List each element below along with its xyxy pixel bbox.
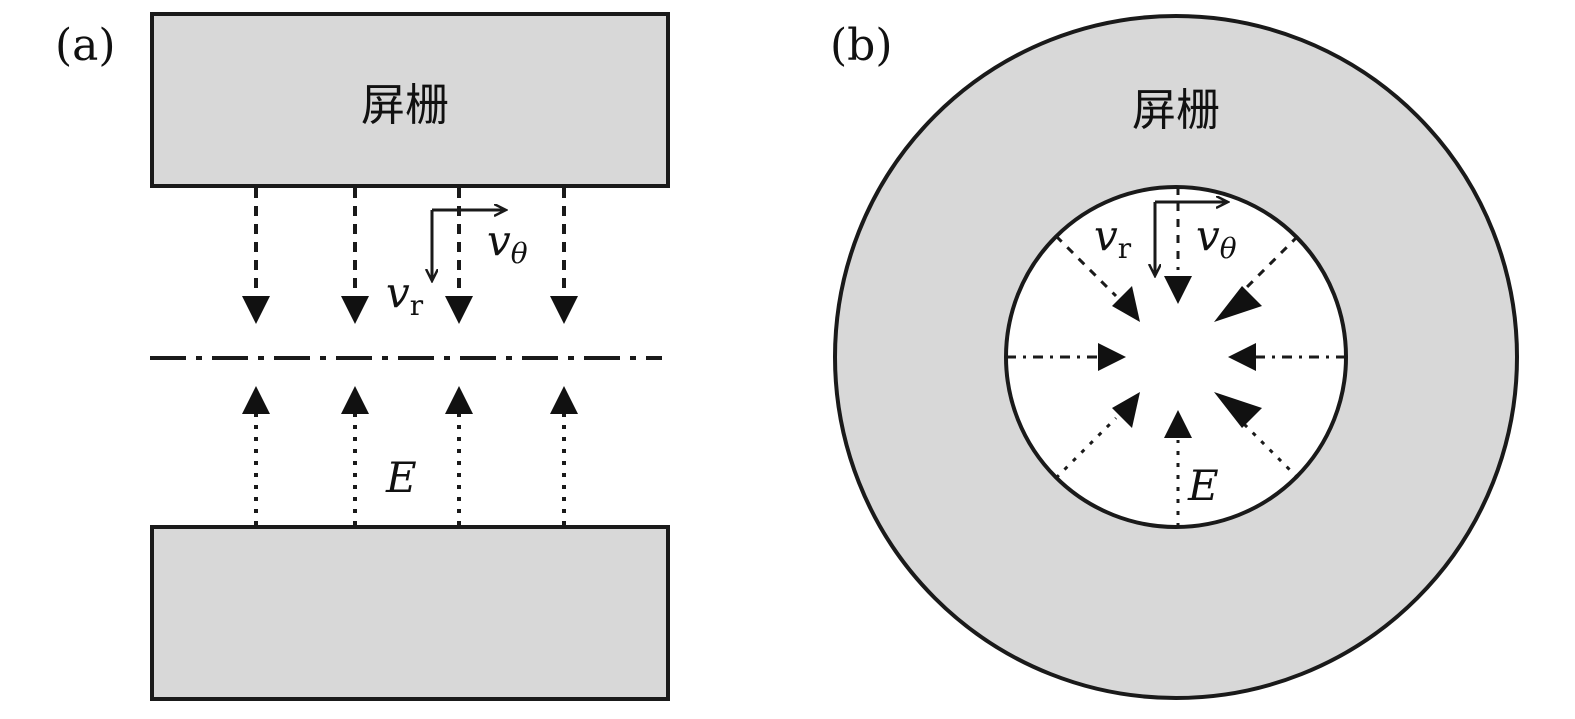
- radial-line-lower-right: [1236, 416, 1300, 480]
- field-lines-up: [242, 386, 578, 525]
- field-arrowhead-down: [445, 296, 473, 324]
- panel-b-label: (b): [830, 20, 893, 71]
- arrowhead-upper-left: [1112, 286, 1140, 322]
- field-arrowhead-up: [242, 386, 270, 414]
- vtheta-label: vθ: [487, 216, 528, 270]
- panel-b: (b) 屏栅: [830, 13, 1519, 701]
- panel-a: (a) 屏栅: [55, 12, 670, 701]
- arrowhead-right: [1228, 343, 1256, 371]
- screen-grid-top-plate: [150, 12, 670, 188]
- radial-line-upper-left: [1054, 234, 1118, 298]
- arrowhead-lower-right: [1214, 392, 1262, 428]
- arrowhead-bottom: [1164, 410, 1192, 438]
- bottom-plate: [150, 525, 670, 701]
- vr-label: vr: [386, 268, 424, 322]
- vr-label: vr: [1094, 211, 1132, 265]
- screen-grid-label: 屏栅: [361, 80, 449, 131]
- radial-line-lower-left: [1054, 416, 1118, 480]
- velocity-components-b: [1155, 202, 1227, 275]
- radial-field-lines: [1006, 187, 1346, 527]
- arrowhead-top: [1164, 276, 1192, 304]
- field-arrowhead-up: [445, 386, 473, 414]
- panel-a-label: (a): [55, 20, 116, 71]
- field-arrowhead-down: [242, 296, 270, 324]
- radial-line-upper-right: [1236, 234, 1300, 298]
- radial-arrowheads: [1098, 276, 1262, 438]
- field-E-label: E: [1187, 461, 1219, 510]
- field-arrowhead-down: [341, 296, 369, 324]
- field-arrowhead-up: [550, 386, 578, 414]
- arrowhead-left: [1098, 343, 1126, 371]
- field-lines-down: [242, 188, 578, 324]
- screen-grid-ring: [833, 13, 1519, 701]
- vtheta-label: vθ: [1196, 211, 1237, 265]
- velocity-components-a: [432, 210, 505, 280]
- screen-grid-ring-label: 屏栅: [1132, 85, 1220, 136]
- field-E-label: E: [385, 453, 417, 502]
- field-arrowhead-up: [341, 386, 369, 414]
- arrowhead-upper-right: [1214, 286, 1262, 322]
- arrowhead-lower-left: [1112, 392, 1140, 428]
- field-arrowhead-down: [550, 296, 578, 324]
